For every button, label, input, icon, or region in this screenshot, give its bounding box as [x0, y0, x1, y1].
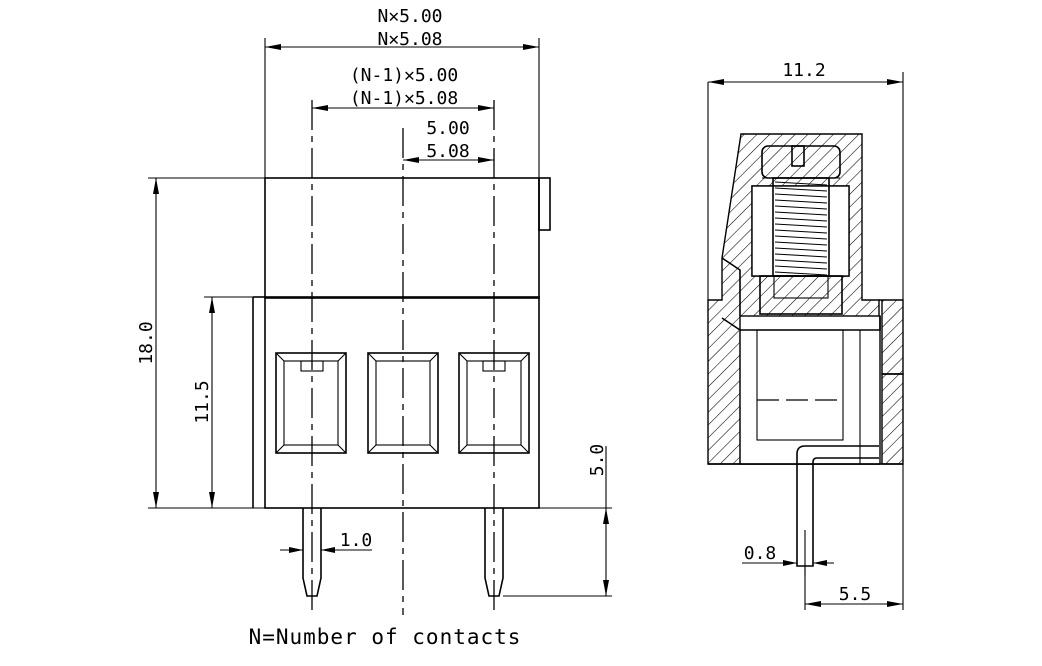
dim-pin-length: 5.0 [587, 444, 608, 477]
pin-right [484, 508, 504, 597]
dim-pitch-500: 5.00 [426, 118, 469, 139]
side-view: 11.2 0.8 5.5 [707, 60, 904, 610]
dim-total-width-508: N✕5.08 [377, 29, 442, 50]
screw-thread-lines [774, 181, 828, 276]
dim-height-total: 18.0 [136, 321, 157, 364]
dim-pitch-508: 5.08 [426, 141, 469, 162]
dim-pin-offset: 5.5 [839, 584, 872, 605]
dim-pin-thickness: 0.8 [744, 543, 777, 564]
dim-depth: 11.2 [782, 60, 825, 81]
dim-total-width-500: N✕5.00 [377, 6, 442, 27]
dim-height-body: 11.5 [192, 380, 213, 423]
housing-tab [538, 177, 551, 231]
front-view: N✕5.00 N✕5.08 (N-1)✕5.00 (N-1)✕5.08 5.00… [136, 6, 612, 615]
dim-pitch-span-500: (N-1)✕5.00 [350, 65, 458, 86]
caption: N=Number of contacts [249, 625, 522, 649]
lower-housing [264, 296, 540, 509]
dim-pin-width: 1.0 [340, 530, 373, 551]
pin-left [302, 508, 322, 597]
dim-pitch-span-508: (N-1)✕5.08 [350, 88, 458, 109]
upper-housing [264, 177, 540, 299]
screw-thread [774, 181, 828, 276]
side-cavity [739, 315, 881, 465]
terminal-opening-1 [275, 352, 347, 454]
